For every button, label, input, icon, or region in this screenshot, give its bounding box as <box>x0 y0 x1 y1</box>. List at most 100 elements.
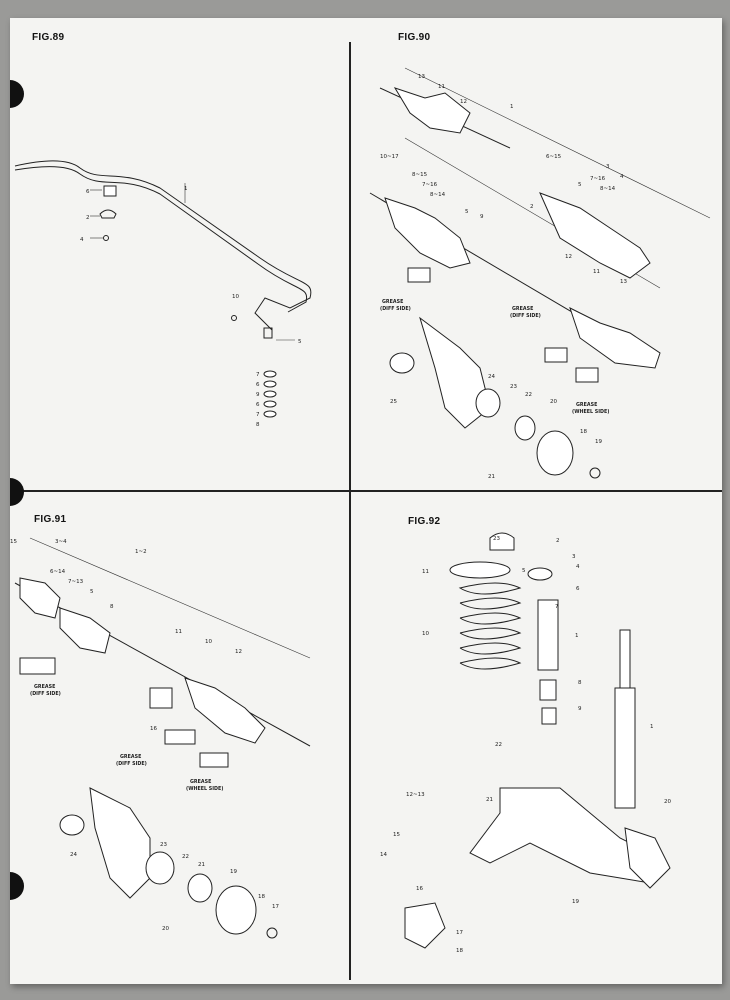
bushing-part <box>103 185 117 197</box>
svg-text:11: 11 <box>422 569 429 575</box>
svg-text:15: 15 <box>10 539 17 545</box>
svg-text:6: 6 <box>576 586 580 592</box>
svg-text:23: 23 <box>510 384 517 390</box>
svg-text:16: 16 <box>150 726 157 732</box>
hub-part <box>215 885 257 935</box>
svg-text:9: 9 <box>480 214 484 220</box>
svg-text:17: 17 <box>456 930 463 936</box>
svg-text:14: 14 <box>380 852 387 858</box>
svg-text:24: 24 <box>488 374 495 380</box>
svg-text:10: 10 <box>205 639 212 645</box>
svg-text:1: 1 <box>184 186 188 192</box>
grease-pack <box>407 267 431 283</box>
svg-text:8~14: 8~14 <box>430 192 446 198</box>
svg-text:13: 13 <box>620 279 627 285</box>
svg-text:19: 19 <box>572 899 579 905</box>
knuckle-part <box>419 316 491 429</box>
svg-text:18: 18 <box>580 429 587 435</box>
fig92-title: FIG.92 <box>408 516 441 527</box>
fig89-stabilizer-drawing: 1 6 2 4 10 5 7 6 9 6 7 8 <box>14 160 312 428</box>
svg-text:10~17: 10~17 <box>380 154 399 160</box>
svg-text:8: 8 <box>578 680 582 686</box>
svg-text:8: 8 <box>256 422 260 428</box>
svg-text:4: 4 <box>576 564 580 570</box>
grease-label: GREASE <box>34 684 55 690</box>
svg-text:4: 4 <box>620 174 624 180</box>
svg-text:6~14: 6~14 <box>50 569 66 575</box>
svg-text:7~16: 7~16 <box>422 182 438 188</box>
svg-text:3: 3 <box>606 164 610 170</box>
grease-label: GREASE <box>576 402 597 408</box>
bracket-part <box>99 209 117 219</box>
svg-text:10: 10 <box>232 294 239 300</box>
svg-text:5: 5 <box>90 589 94 595</box>
svg-text:10: 10 <box>422 631 429 637</box>
svg-text:7~16: 7~16 <box>590 176 606 182</box>
svg-text:2: 2 <box>530 204 534 210</box>
svg-text:11: 11 <box>438 84 445 90</box>
grease-label: (DIFF SIDE) <box>510 313 541 319</box>
svg-text:22: 22 <box>525 392 532 398</box>
svg-text:11: 11 <box>593 269 600 275</box>
svg-text:19: 19 <box>595 439 602 445</box>
svg-text:18: 18 <box>456 948 463 954</box>
fig90-title: FIG.90 <box>398 32 431 43</box>
svg-text:19: 19 <box>230 869 237 875</box>
svg-text:12: 12 <box>460 99 467 105</box>
svg-text:16: 16 <box>416 886 423 892</box>
svg-text:12: 12 <box>235 649 242 655</box>
svg-text:5: 5 <box>298 339 302 345</box>
svg-text:21: 21 <box>198 862 205 868</box>
svg-text:3: 3 <box>572 554 576 560</box>
svg-text:7: 7 <box>256 412 260 418</box>
svg-text:12: 12 <box>565 254 572 260</box>
binder-hole <box>10 478 24 506</box>
hub-part <box>536 430 574 476</box>
svg-text:17: 17 <box>272 904 279 910</box>
knuckle-part <box>89 787 151 899</box>
binder-hole <box>10 872 24 900</box>
horizontal-divider <box>10 490 722 492</box>
grease-label: GREASE <box>382 299 403 305</box>
strut-part <box>614 687 636 809</box>
svg-text:2: 2 <box>556 538 560 544</box>
fig89-title: FIG.89 <box>32 32 65 43</box>
svg-text:20: 20 <box>162 926 169 932</box>
svg-text:6: 6 <box>86 189 90 195</box>
svg-text:22: 22 <box>182 854 189 860</box>
exploded-diagrams: 1 6 2 4 10 5 7 6 9 6 7 8 <box>10 67 711 954</box>
svg-text:7~13: 7~13 <box>68 579 84 585</box>
svg-text:6~15: 6~15 <box>546 154 562 160</box>
bolt-part <box>103 235 109 241</box>
svg-text:6: 6 <box>256 402 260 408</box>
grease-pack <box>544 347 568 363</box>
svg-text:22: 22 <box>495 742 502 748</box>
svg-text:11: 11 <box>175 629 182 635</box>
fig91-title: FIG.91 <box>34 514 67 525</box>
svg-text:5: 5 <box>465 209 469 215</box>
svg-text:12~13: 12~13 <box>406 792 425 798</box>
grease-label: GREASE <box>120 754 141 760</box>
grease-label: (DIFF SIDE) <box>30 691 61 697</box>
svg-text:8~15: 8~15 <box>412 172 428 178</box>
svg-text:21: 21 <box>486 797 493 803</box>
svg-text:1: 1 <box>510 104 514 110</box>
svg-text:2: 2 <box>86 215 90 221</box>
svg-text:20: 20 <box>550 399 557 405</box>
grease-label: GREASE <box>190 779 211 785</box>
svg-text:24: 24 <box>70 852 77 858</box>
svg-text:20: 20 <box>664 799 671 805</box>
svg-text:21: 21 <box>488 474 495 480</box>
svg-text:9: 9 <box>578 706 582 712</box>
svg-text:8: 8 <box>110 604 114 610</box>
grease-label: (DIFF SIDE) <box>380 306 411 312</box>
grease-label: (WHEEL SIDE) <box>186 786 223 792</box>
svg-text:15: 15 <box>393 832 400 838</box>
control-arm-part <box>469 787 661 884</box>
svg-text:13: 13 <box>418 74 425 80</box>
catalog-page: FIG.89 FIG.90 FIG.91 FIG.92 1 6 2 4 <box>10 18 722 984</box>
vertical-divider <box>349 42 351 980</box>
